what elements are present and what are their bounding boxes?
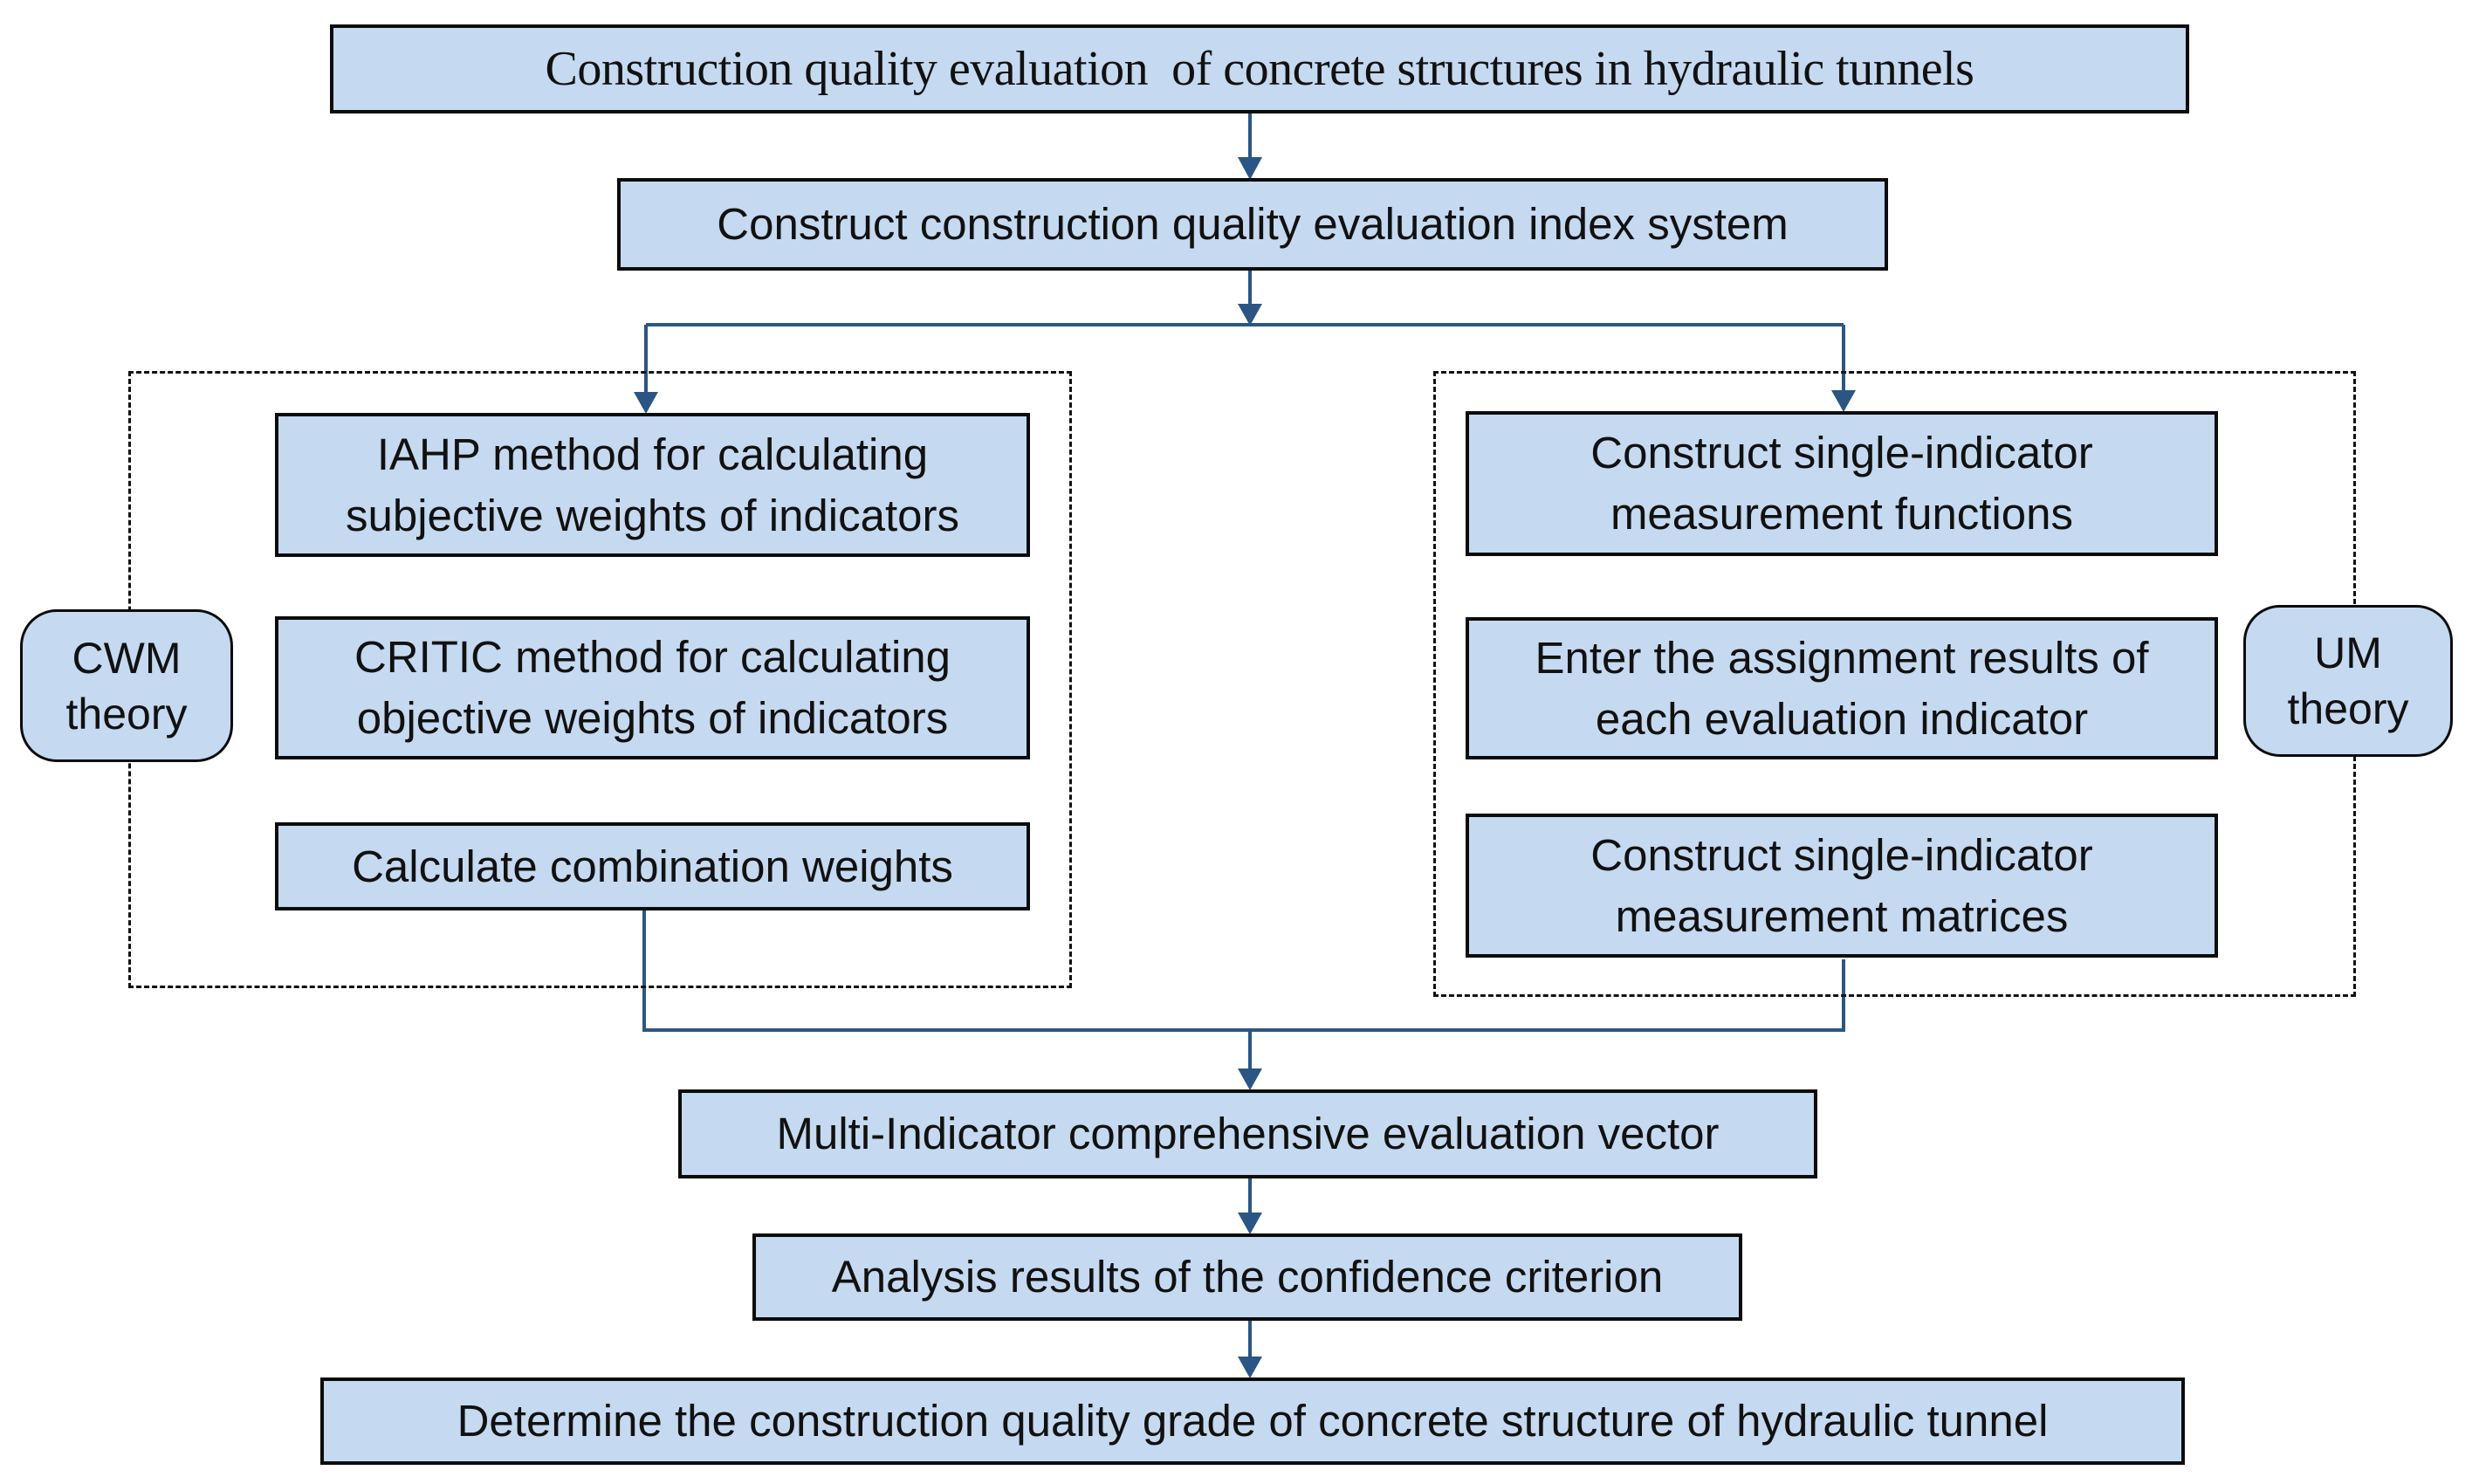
label-um-theory: UM theory xyxy=(2243,605,2453,757)
node-evaluation-vector: Multi-Indicator comprehensive evaluation… xyxy=(678,1089,1817,1178)
node-line: Construct single-indicator xyxy=(1590,428,2093,477)
arrowhead-merge-to-vector xyxy=(1238,1068,1262,1090)
arrowhead-right-drop xyxy=(1831,390,1856,412)
arrowhead-vector-to-confidence xyxy=(1238,1213,1262,1234)
label-line: theory xyxy=(65,689,188,739)
node-line: measurement functions xyxy=(1610,489,2074,539)
node-line: CRITIC method for calculating xyxy=(354,632,951,682)
node-index-system: Construct construction quality evaluatio… xyxy=(617,178,1888,271)
node-line: IAHP method for calculating xyxy=(376,429,929,479)
node-line: Enter the assignment results of xyxy=(1535,632,2149,683)
node-combination-weights: Calculate combination weights xyxy=(275,822,1030,910)
node-top-title: Construction quality evaluation of concr… xyxy=(330,24,2189,113)
node-line: objective weights of indicators xyxy=(356,693,949,743)
node-line: subjective weights of indicators xyxy=(345,490,960,540)
node-confidence-criterion: Analysis results of the confidence crite… xyxy=(752,1233,1742,1321)
node-line: measurement matrices xyxy=(1615,890,2069,941)
arrowhead-title-to-index xyxy=(1238,157,1262,180)
arrowhead-left-drop xyxy=(634,392,658,414)
label-line: theory xyxy=(2287,684,2409,733)
node-line: each evaluation indicator xyxy=(1595,693,2089,744)
arrowhead-index-to-split xyxy=(1238,304,1262,326)
label-line: UM xyxy=(2314,629,2382,677)
node-final-grade: Determine the construction quality grade… xyxy=(320,1378,2185,1465)
node-assignment-results: Enter the assignment results of each eva… xyxy=(1466,617,2218,759)
node-iahp-subjective-weights: IAHP method for calculating subjective w… xyxy=(275,413,1030,557)
node-line: Construct single-indicator xyxy=(1590,829,2093,880)
node-measurement-matrices: Construct single-indicator measurement m… xyxy=(1466,814,2218,958)
node-critic-objective-weights: CRITIC method for calculating objective … xyxy=(275,616,1030,759)
arrowhead-confidence-to-final xyxy=(1238,1357,1262,1378)
label-line: CWM xyxy=(72,633,182,683)
label-cwm-theory: CWM theory xyxy=(20,609,233,762)
node-measurement-functions: Construct single-indicator measurement f… xyxy=(1466,411,2218,556)
